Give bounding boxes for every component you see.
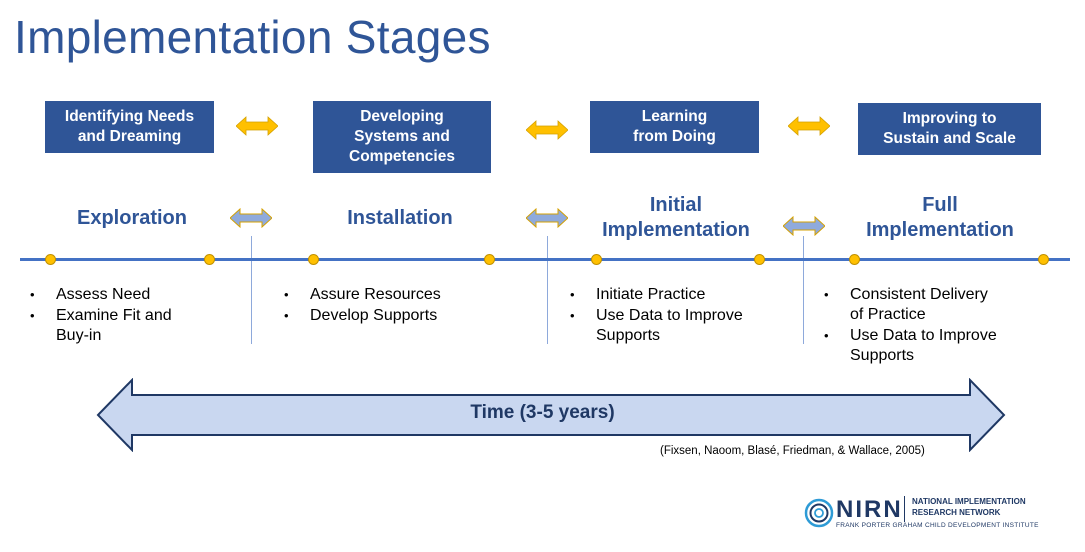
process-box-needs: Identifying Needs and Dreaming [45, 101, 214, 153]
timeline-marker [849, 254, 860, 265]
logo-divider [904, 496, 905, 522]
timeline-marker [45, 254, 56, 265]
timeline [20, 258, 1070, 261]
exploration-bullets: Assess Need Examine Fit and Buy-in [22, 285, 232, 347]
process-box-developing: Developing Systems and Competencies [313, 101, 491, 173]
double-arrow-icon [788, 116, 830, 136]
timeline-marker [484, 254, 495, 265]
double-arrow-icon [783, 216, 825, 236]
logo-wordmark: NIRN [836, 496, 903, 523]
page-title: Implementation Stages [14, 11, 491, 63]
time-arrow [96, 378, 1006, 452]
timeline-marker [591, 254, 602, 265]
logo-line2: RESEARCH NETWORK [912, 508, 1001, 517]
stage-divider [547, 236, 548, 344]
list-item: Assess Need [22, 285, 232, 305]
timeline-marker [754, 254, 765, 265]
double-arrow-icon [526, 120, 568, 140]
full-implementation-bullets: Consistent Delivery of Practice Use Data… [816, 285, 1056, 367]
list-item: Use Data to Improve Supports [562, 306, 802, 346]
double-arrow-icon [236, 116, 278, 136]
process-box-learning: Learning from Doing [590, 101, 759, 153]
timeline-marker [204, 254, 215, 265]
timeline-marker [1038, 254, 1049, 265]
timeline-marker [308, 254, 319, 265]
list-item: Consistent Delivery of Practice [816, 285, 1056, 325]
stage-installation: Installation [347, 207, 453, 229]
logo-line3: FRANK PORTER GRAHAM CHILD DEVELOPMENT IN… [836, 522, 1039, 529]
process-box-improving: Improving to Sustain and Scale [858, 103, 1041, 155]
list-item: Examine Fit and Buy-in [22, 306, 232, 346]
stage-divider [251, 236, 252, 344]
list-item: Assure Resources [276, 285, 516, 305]
list-item: Develop Supports [276, 306, 516, 326]
stage-exploration: Exploration [76, 207, 187, 229]
logo-line1: NATIONAL IMPLEMENTATION [912, 497, 1026, 506]
stage-divider [803, 236, 804, 344]
citation: (Fixsen, Naoom, Blasé, Friedman, & Walla… [660, 445, 925, 457]
initial-implementation-bullets: Initiate Practice Use Data to Improve Su… [562, 285, 802, 347]
spiral-logo-icon [804, 498, 834, 528]
list-item: Initiate Practice [562, 285, 802, 305]
stage-initial-implementation: Initial Implementation [602, 194, 750, 241]
list-item: Use Data to Improve Supports [816, 326, 1056, 366]
time-label: Time (3-5 years) [470, 402, 615, 423]
installation-bullets: Assure Resources Develop Supports [276, 285, 516, 327]
stage-full-implementation: Full Implementation [866, 194, 1014, 241]
double-arrow-icon [230, 208, 272, 228]
double-arrow-icon [526, 208, 568, 228]
